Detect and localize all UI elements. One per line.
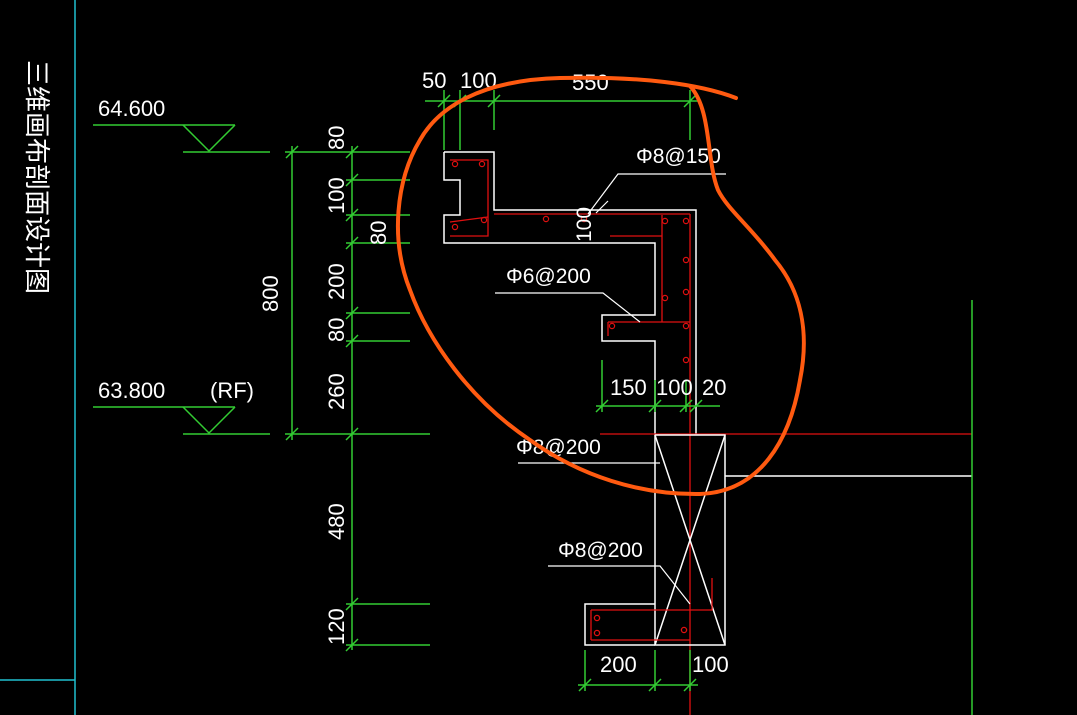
level-roof-tag: (RF)	[210, 378, 254, 403]
dimension-total-vertical	[285, 145, 430, 441]
dim-inner-100: 100	[573, 207, 596, 242]
dim-mid-20: 20	[702, 375, 726, 400]
orange-markup-circle	[396, 75, 806, 497]
dimension-bottom-horizontal	[578, 650, 698, 692]
dim-v-80c: 80	[324, 318, 349, 342]
dim-v-80a: 80	[324, 126, 349, 150]
dim-v-100: 100	[324, 177, 349, 214]
level-marker-roof: 63.800 (RF)	[93, 378, 270, 435]
dim-v-480: 480	[324, 503, 349, 540]
level-marker-top: 64.600	[93, 96, 270, 153]
sidebar-title: 三维画布剖面设计图	[21, 60, 51, 294]
level-top-label: 64.600	[98, 96, 165, 121]
dimension-mid-horizontal	[595, 360, 720, 413]
level-roof-label: 63.800	[98, 378, 165, 403]
cornice-rebar	[449, 159, 691, 715]
rebar-callouts	[495, 173, 726, 605]
dim-v-80b: 80	[366, 221, 391, 245]
rebar-label-phi8-150: Φ8@150	[636, 145, 721, 168]
dim-total-800: 800	[258, 275, 283, 312]
rebar-label-phi8-200-b: Φ8@200	[558, 539, 643, 562]
rebar-label-phi6-200: Φ6@200	[506, 265, 591, 288]
rebar-dots	[451, 160, 690, 364]
dim-top-50: 50	[422, 68, 446, 93]
dim-mid-100: 100	[656, 375, 693, 400]
dim-bottom-200: 200	[600, 652, 637, 677]
dim-mid-150: 150	[610, 375, 647, 400]
cornice-section-outline	[443, 151, 697, 435]
dim-bottom-100: 100	[692, 652, 729, 677]
dim-v-120: 120	[324, 608, 349, 645]
rebar-label-phi8-200-a: Φ8@200	[516, 436, 601, 459]
dim-top-550: 550	[572, 70, 609, 95]
roof-slab	[600, 300, 973, 715]
beam-rebar	[590, 578, 713, 641]
dim-v-260: 260	[324, 373, 349, 410]
dim-v-200: 200	[324, 263, 349, 300]
